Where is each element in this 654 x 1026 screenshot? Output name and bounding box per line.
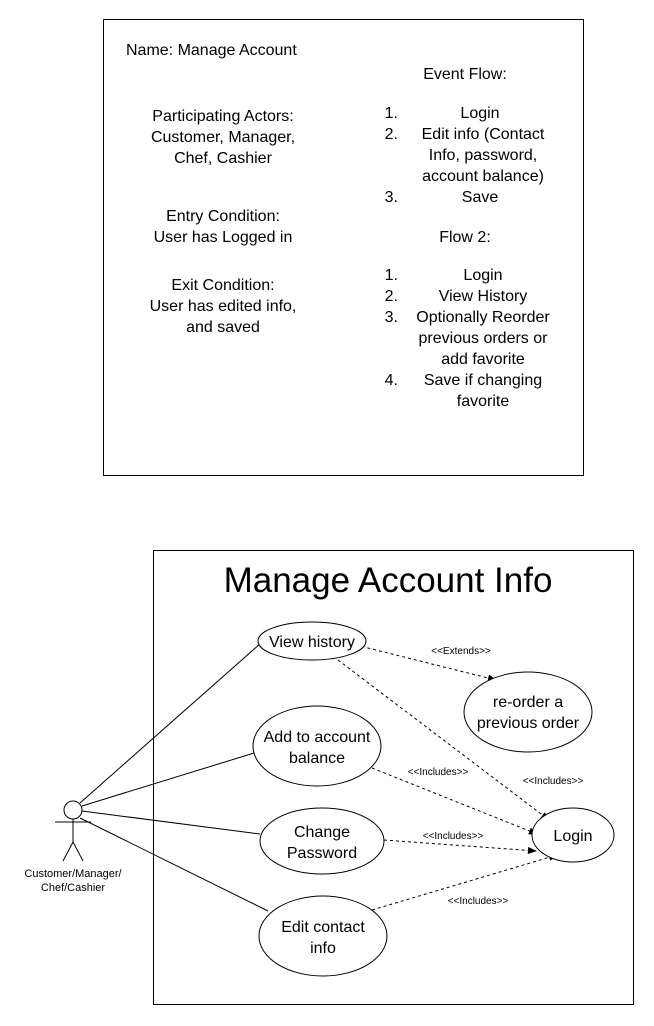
association-line xyxy=(81,810,261,835)
exit-condition-text: and saved xyxy=(186,319,260,336)
participating-actors-line: Customer, Manager, xyxy=(150,129,296,146)
step-number: 2. xyxy=(384,288,398,305)
event-flow-step: 1. Login xyxy=(378,103,568,124)
entry-condition-text: User has Logged in xyxy=(153,229,293,246)
includes-label: <<Includes>> xyxy=(523,776,584,787)
actor-icon xyxy=(55,800,91,862)
use-case-add-balance xyxy=(252,705,382,787)
includes-arrow xyxy=(337,659,550,821)
includes-arrow xyxy=(371,853,558,911)
use-case-label: View history xyxy=(269,634,355,651)
includes-arrow xyxy=(383,839,537,855)
spec-name: Name: Manage Account xyxy=(126,42,297,59)
use-case-label: Change xyxy=(294,824,350,841)
system-boundary xyxy=(153,550,634,1005)
flow-2-step: 3. Optionally Reorder previous orders or… xyxy=(378,307,568,370)
use-case-login xyxy=(531,807,615,863)
exit-condition-heading: Exit Condition: xyxy=(171,277,275,294)
flow-2-step: 4. Save if changing favorite xyxy=(378,370,568,412)
step-text: Optionally Reorder xyxy=(416,309,550,326)
event-flow-step: 2. Edit info (Contact Info, password, ac… xyxy=(378,124,568,187)
includes-label: <<Includes>> xyxy=(423,831,484,842)
participating-actors: Participating Actors: Customer, Manager,… xyxy=(122,106,324,169)
extends-arrow xyxy=(343,641,497,682)
use-case-reorder xyxy=(463,671,593,753)
extends-label: <<Extends>> xyxy=(431,646,491,657)
use-case-label: Add to account xyxy=(264,729,371,746)
step-number: 1. xyxy=(384,267,398,284)
step-number: 3. xyxy=(384,189,398,206)
step-number: 3. xyxy=(384,309,398,326)
step-text: account balance) xyxy=(422,168,544,185)
includes-label: <<Includes>> xyxy=(408,767,469,778)
step-text: Info, password, xyxy=(428,147,538,164)
step-text: favorite xyxy=(456,393,510,410)
step-text: Login xyxy=(463,267,503,284)
association-line xyxy=(79,642,262,804)
step-text: add favorite xyxy=(441,351,525,368)
actor-label: Chef/Cashier xyxy=(41,882,106,894)
diagram-title: Manage Account Info xyxy=(224,561,553,600)
flow-2-title: Flow 2: xyxy=(439,229,491,246)
step-number: 4. xyxy=(384,372,398,389)
flow-2-step: 2. View History xyxy=(378,286,568,307)
flow-2-step: 1. Login xyxy=(378,265,568,286)
use-case-spec-box xyxy=(103,19,584,476)
use-case-label: Edit contact xyxy=(281,919,365,936)
event-flow-title: Event Flow: xyxy=(423,66,507,83)
use-case-label: Password xyxy=(287,845,357,862)
step-number: 2. xyxy=(384,126,398,143)
step-text: previous orders or xyxy=(418,330,548,347)
participating-actors-heading: Participating Actors: xyxy=(152,108,294,125)
participating-actors-line: Chef, Cashier xyxy=(174,150,272,167)
step-text: Save if changing xyxy=(423,372,543,389)
associations xyxy=(79,642,269,912)
use-case-change-password xyxy=(259,807,385,875)
entry-condition: Entry Condition: User has Logged in xyxy=(122,206,324,248)
step-text: Edit info (Contact xyxy=(421,126,545,143)
use-case-label: info xyxy=(310,940,336,957)
entry-condition-heading: Entry Condition: xyxy=(166,208,280,225)
step-number: 1. xyxy=(384,105,398,122)
includes-label: <<Includes>> xyxy=(448,896,509,907)
exit-condition-text: User has edited info, xyxy=(149,298,297,315)
use-case-edit-contact xyxy=(258,895,388,977)
use-case-label: re-order a xyxy=(493,694,563,711)
actor-label: Customer/Manager/ xyxy=(24,868,122,880)
use-case-view-history xyxy=(257,621,367,661)
step-text: View History xyxy=(438,288,528,305)
step-text: Login xyxy=(460,105,500,122)
use-case-label: balance xyxy=(289,750,345,767)
use-case-label: Login xyxy=(553,828,592,845)
event-flow-step: 3. Save xyxy=(378,187,568,208)
association-line xyxy=(79,817,269,912)
use-case-label: previous order xyxy=(477,715,580,732)
exit-condition: Exit Condition: User has edited info, an… xyxy=(122,275,324,338)
association-line xyxy=(81,752,255,807)
step-text: Save xyxy=(461,189,499,206)
